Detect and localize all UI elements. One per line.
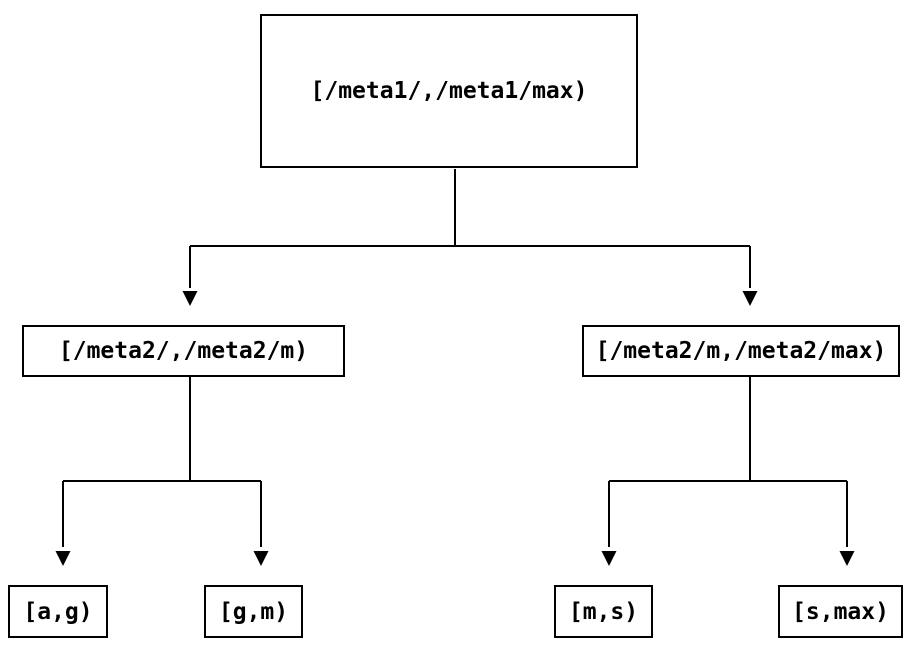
node-root-label: [/meta1/,/meta1/max) xyxy=(310,78,588,104)
edge-meta2right-to-leaves xyxy=(608,377,848,547)
node-leaf-smax: [s,max) xyxy=(778,585,903,638)
node-meta2-left-label: [/meta2/,/meta2/m) xyxy=(58,338,309,364)
node-meta2-right-range: [/meta2/m,/meta2/max) xyxy=(582,325,900,377)
node-leaf-ag-label: [a,g) xyxy=(23,598,93,625)
arrowhead-to-leaf-gm xyxy=(253,551,269,566)
node-leaf-ms-label: [m,s) xyxy=(568,598,639,625)
arrowhead-to-meta2-left xyxy=(182,291,198,306)
node-meta2-right-label: [/meta2/m,/meta2/max) xyxy=(595,338,887,364)
node-leaf-ag: [a,g) xyxy=(8,585,108,638)
node-leaf-gm-label: [g,m) xyxy=(218,598,289,625)
edge-meta2left-to-leaves xyxy=(62,377,262,547)
edge-root-to-level2 xyxy=(189,169,751,288)
node-leaf-ms: [m,s) xyxy=(554,585,653,638)
arrowhead-to-leaf-smax xyxy=(839,551,855,566)
node-root-meta1-range: [/meta1/,/meta1/max) xyxy=(260,14,638,168)
node-meta2-left-range: [/meta2/,/meta2/m) xyxy=(22,325,345,377)
node-leaf-smax-label: [s,max) xyxy=(792,598,889,625)
arrowhead-to-leaf-ms xyxy=(601,551,617,566)
node-leaf-gm: [g,m) xyxy=(204,585,303,638)
arrowhead-to-meta2-right xyxy=(742,291,758,306)
arrowhead-to-leaf-ag xyxy=(55,551,71,566)
